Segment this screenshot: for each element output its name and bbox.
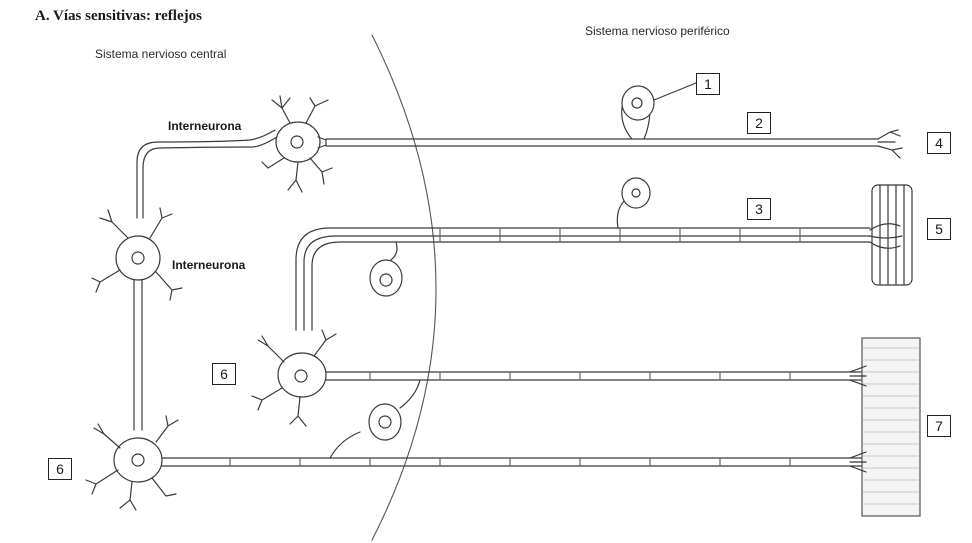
- callout-2: 2: [747, 112, 771, 134]
- interneuron-label-top: Interneurona: [168, 119, 242, 133]
- skeletal-muscle: [849, 337, 921, 517]
- figure-title: A. Vías sensitivas: reflejos: [35, 8, 202, 24]
- sensory-fiber-3: [295, 177, 871, 331]
- muscle-spindle: [869, 184, 913, 286]
- cns-pns-boundary: [371, 34, 437, 541]
- interneuron-label-middle: Interneurona: [172, 258, 246, 272]
- sensory-fiber-2: [325, 82, 903, 159]
- callout-1: 1: [696, 73, 720, 95]
- callout-4: 4: [927, 132, 951, 154]
- motor-neuron-lower: [85, 379, 871, 511]
- interneuron-middle: [91, 207, 183, 431]
- callout-6-upper: 6: [212, 363, 236, 385]
- peripheral-nervous-system-label: Sistema nervioso periférico: [585, 24, 730, 38]
- callout-3: 3: [747, 198, 771, 220]
- motor-neuron-upper: [251, 329, 871, 427]
- interneuron-top: [136, 95, 333, 219]
- central-nervous-system-label: Sistema nervioso central: [95, 47, 227, 61]
- callout-5: 5: [927, 218, 951, 240]
- callout-6-lower: 6: [48, 458, 72, 480]
- callout-7: 7: [927, 415, 951, 437]
